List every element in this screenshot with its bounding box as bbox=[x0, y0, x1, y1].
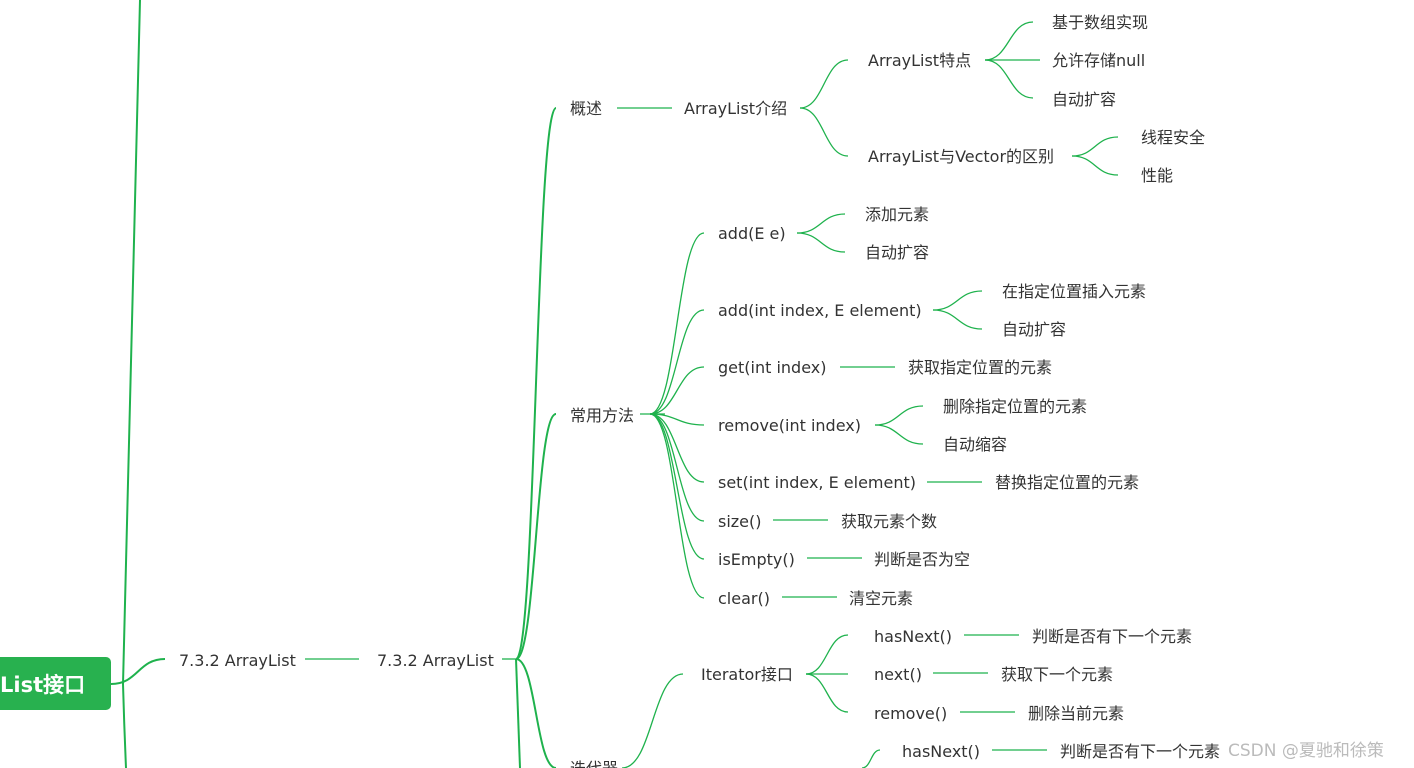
root-node[interactable]: List接口 bbox=[0, 657, 111, 710]
connector-line bbox=[649, 413, 705, 560]
node-m-size-1[interactable]: 获取元素个数 bbox=[841, 512, 937, 531]
connector-line bbox=[515, 413, 557, 660]
node-n2[interactable]: 7.3.2 ArrayList bbox=[377, 651, 494, 670]
connector-line bbox=[515, 658, 557, 768]
connector-line bbox=[515, 658, 521, 768]
node-m-rm-1[interactable]: 删除指定位置的元素 bbox=[943, 397, 1087, 416]
connector-line bbox=[649, 232, 705, 415]
node-m-rm[interactable]: remove(int index) bbox=[718, 416, 861, 435]
connector-lines bbox=[110, 0, 1119, 768]
node-m-addi-1[interactable]: 在指定位置插入元素 bbox=[1002, 282, 1146, 301]
connector-line bbox=[796, 213, 846, 234]
root-node-box bbox=[0, 657, 111, 710]
connector-line bbox=[932, 309, 983, 330]
node-it-iface[interactable]: Iterator接口 bbox=[701, 665, 793, 684]
node-m-add-1[interactable]: 添加元素 bbox=[865, 205, 929, 224]
connector-line bbox=[515, 107, 557, 660]
node-m-add-2[interactable]: 自动扩容 bbox=[865, 243, 929, 262]
connector-line bbox=[796, 232, 846, 253]
node-diff[interactable]: ArrayList与Vector的区别 bbox=[868, 147, 1054, 166]
node-it-next-1[interactable]: 获取下一个元素 bbox=[1001, 665, 1113, 684]
node-f2[interactable]: 允许存储null bbox=[1052, 51, 1145, 70]
node-it-hasnext-1[interactable]: 判断是否有下一个元素 bbox=[1032, 627, 1192, 646]
root-node-label: List接口 bbox=[0, 673, 85, 697]
node-m-addi[interactable]: add(int index, E element) bbox=[718, 301, 922, 320]
node-iterator[interactable]: 迭代器 bbox=[570, 759, 618, 768]
node-m-empty-1[interactable]: 判断是否为空 bbox=[874, 550, 970, 569]
node-m-get-1[interactable]: 获取指定位置的元素 bbox=[908, 358, 1052, 377]
node-m-empty[interactable]: isEmpty() bbox=[718, 550, 795, 569]
node-m-clear[interactable]: clear() bbox=[718, 589, 770, 608]
node-intro[interactable]: ArrayList介绍 bbox=[684, 99, 787, 118]
connector-line bbox=[984, 59, 1034, 99]
node-m-set[interactable]: set(int index, E element) bbox=[718, 473, 916, 492]
csdn-watermark: CSDN @夏驰和徐策 bbox=[1228, 741, 1384, 761]
connector-line bbox=[805, 634, 849, 675]
node-labels: 7.3.2 ArrayList 7.3.2 ArrayList 概述 ArrayLis… bbox=[179, 13, 1220, 768]
node-it2-hasnext-1[interactable]: 判断是否有下一个元素 bbox=[1060, 742, 1220, 761]
node-m-addi-2[interactable]: 自动扩容 bbox=[1002, 320, 1066, 339]
connector-line bbox=[874, 424, 924, 445]
connector-line bbox=[861, 749, 881, 768]
connector-line bbox=[649, 413, 705, 483]
node-m-clear-1[interactable]: 清空元素 bbox=[849, 589, 913, 608]
node-m-add[interactable]: add(E e) bbox=[718, 224, 786, 243]
connector-line bbox=[649, 413, 705, 599]
connector-line bbox=[621, 673, 684, 768]
node-f3[interactable]: 自动扩容 bbox=[1052, 90, 1116, 109]
node-it2-hasnext[interactable]: hasNext() bbox=[902, 742, 980, 761]
connector-line bbox=[649, 366, 705, 415]
connector-line bbox=[932, 290, 983, 311]
node-m-set-1[interactable]: 替换指定位置的元素 bbox=[995, 473, 1139, 492]
node-m-get[interactable]: get(int index) bbox=[718, 358, 826, 377]
connector-line bbox=[649, 309, 705, 415]
connector-line bbox=[874, 405, 924, 426]
connector-line bbox=[122, 0, 141, 685]
node-it-remove-1[interactable]: 删除当前元素 bbox=[1028, 704, 1124, 723]
connector-line bbox=[799, 107, 849, 157]
connector-line bbox=[122, 683, 127, 768]
node-n1[interactable]: 7.3.2 ArrayList bbox=[179, 651, 296, 670]
node-it-remove[interactable]: remove() bbox=[874, 704, 947, 723]
node-m-rm-2[interactable]: 自动缩容 bbox=[943, 435, 1007, 454]
node-overview[interactable]: 概述 bbox=[570, 99, 602, 118]
node-d1[interactable]: 线程安全 bbox=[1141, 128, 1205, 147]
node-it-next[interactable]: next() bbox=[874, 665, 922, 684]
node-features[interactable]: ArrayList特点 bbox=[868, 51, 971, 70]
connector-line bbox=[799, 59, 849, 109]
connector-line bbox=[1071, 136, 1119, 157]
node-methods[interactable]: 常用方法 bbox=[570, 406, 634, 425]
connector-line bbox=[984, 21, 1034, 61]
connector-line bbox=[805, 673, 849, 713]
node-it-hasnext[interactable]: hasNext() bbox=[874, 627, 952, 646]
connector-line bbox=[110, 658, 166, 685]
node-d2[interactable]: 性能 bbox=[1141, 166, 1173, 185]
node-m-size[interactable]: size() bbox=[718, 512, 762, 531]
connector-line bbox=[1071, 155, 1119, 176]
node-f1[interactable]: 基于数组实现 bbox=[1052, 13, 1148, 32]
